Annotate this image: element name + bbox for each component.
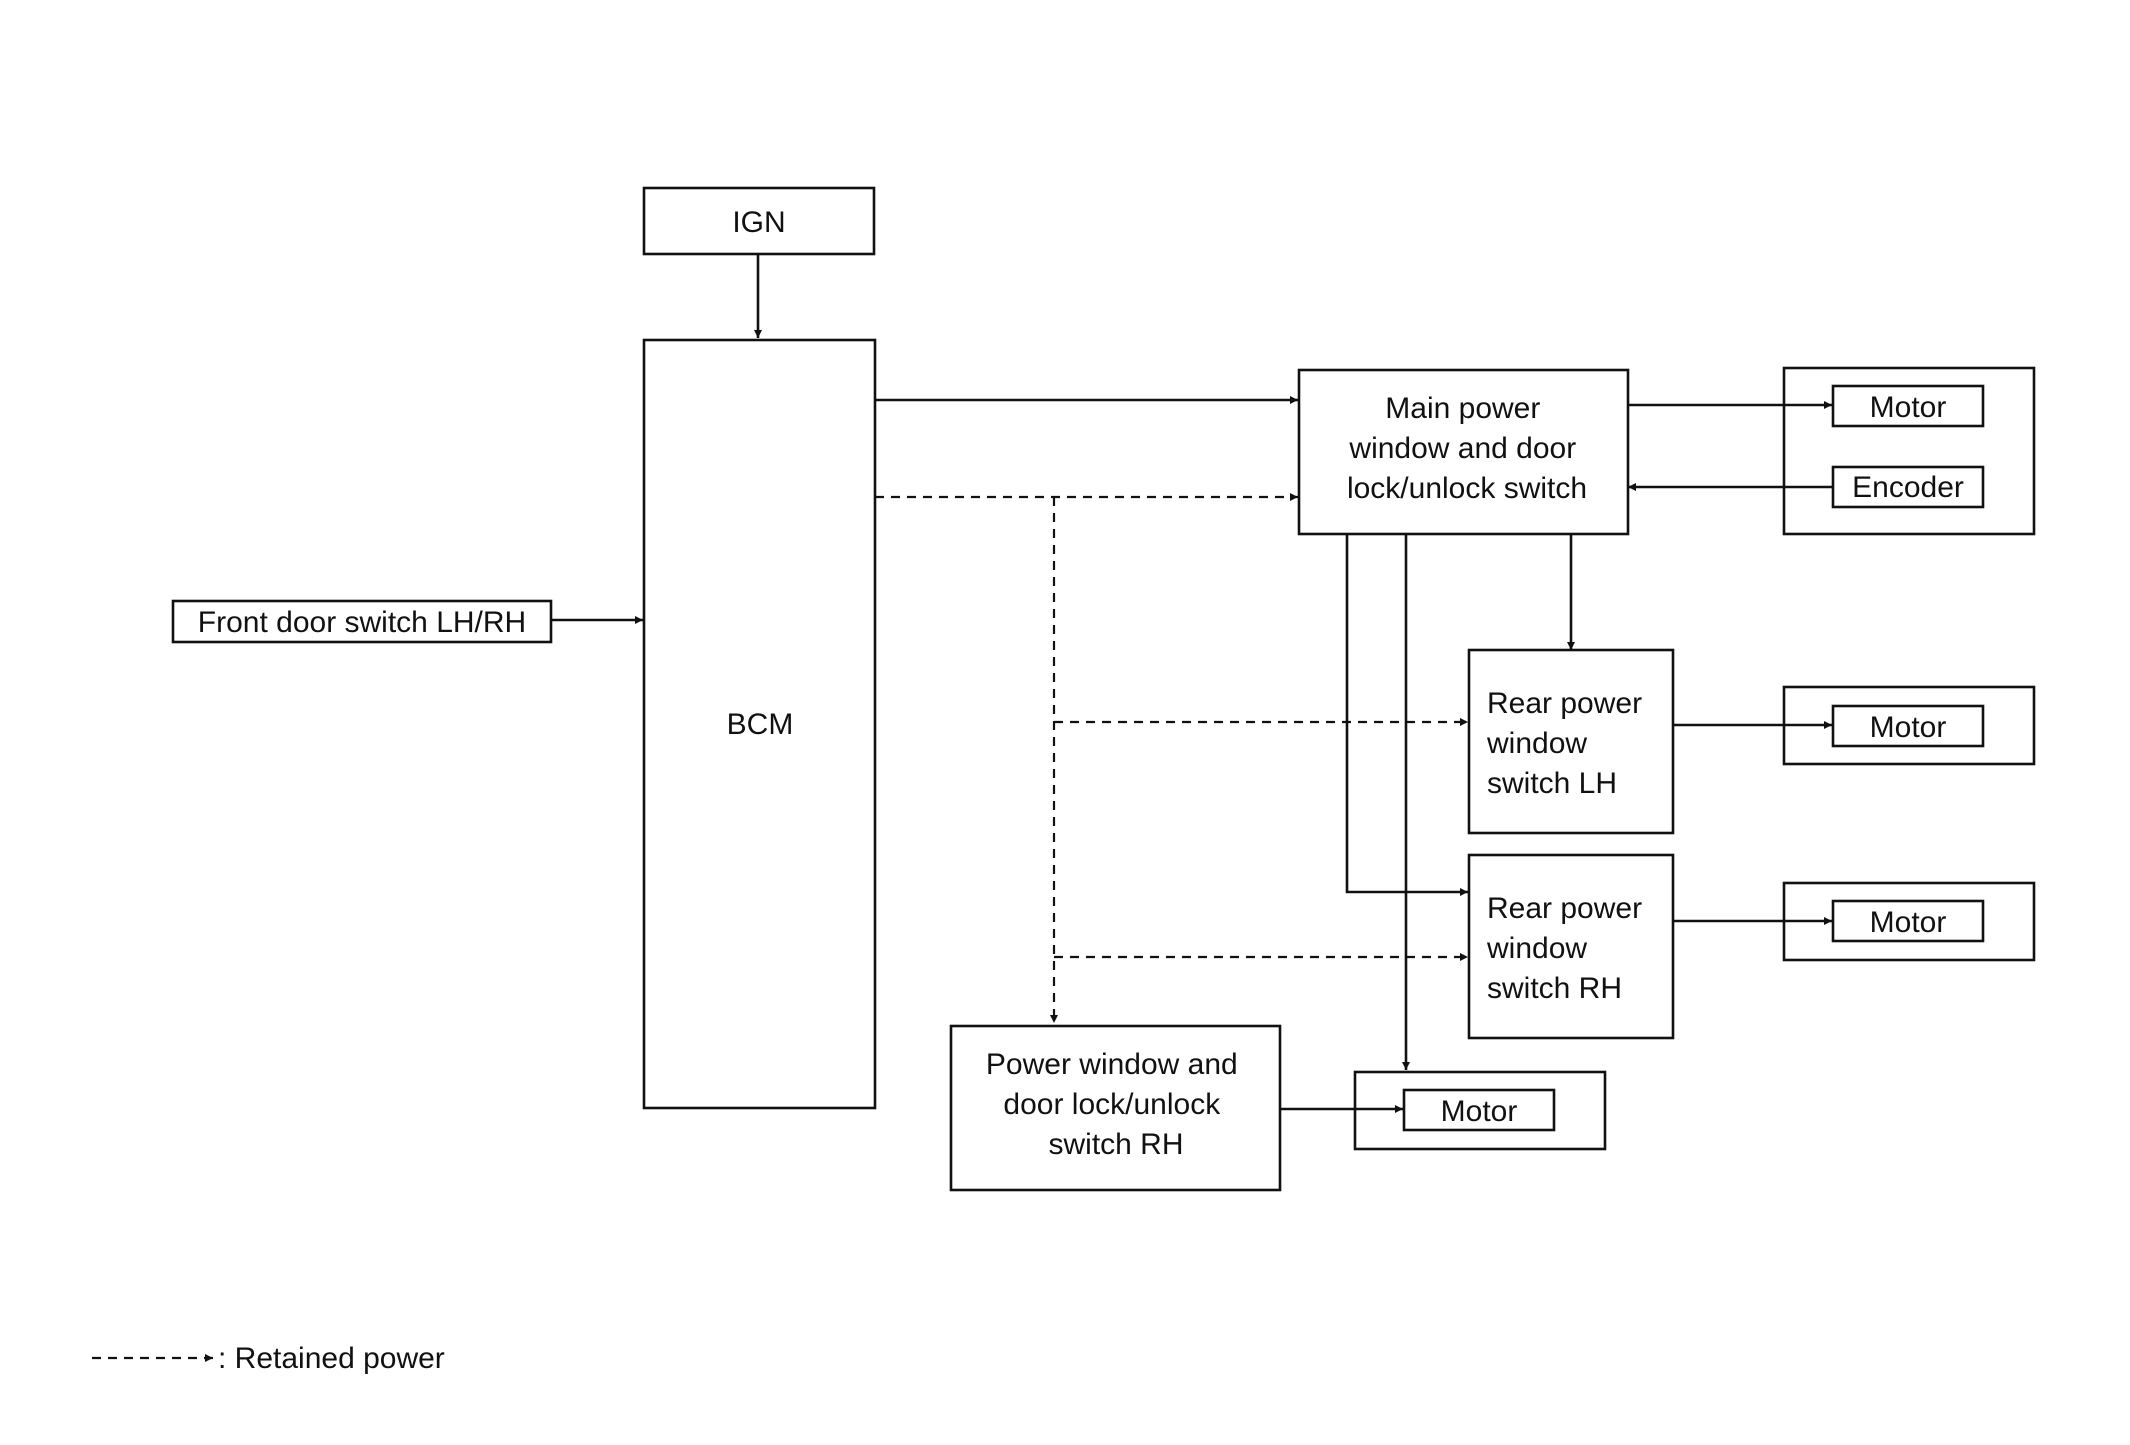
rh-motor-box [1402,1088,1556,1132]
rh-switch-label: Power window and door lock/unlock switch… [986,1048,1246,1161]
rear-rh-motor-box [1831,899,1985,943]
rear-lh-motor-box [1831,704,1985,748]
rear-rh-switch-block: Rear power window switch RH [1467,853,1675,1040]
main-encoder-label: Encoder [1852,471,1964,504]
main-motor-box [1831,384,1985,428]
rh-switch-line-2: door lock/unlock [1003,1088,1221,1121]
main-switch-line-1: Main power [1385,392,1540,425]
bcm-label: BCM [727,708,794,741]
rear-rh-motor-group: Motor [1782,881,2036,962]
rear-lh-line-1: Rear power [1487,687,1642,720]
rear-rh-motor-label: Motor [1870,906,1947,939]
rear-rh-line-2: window [1486,932,1587,965]
connections [551,254,1832,1113]
front-door-switch-block: Front door switch LH/RH [171,599,553,644]
rear-rh-line-1: Rear power [1487,892,1642,925]
main-switch-line-3: lock/unlock switch [1347,472,1587,505]
main-encoder-box [1831,465,1985,509]
ign-label: IGN [732,206,785,239]
rear-rh-switch-label: Rear power window switch RH [1486,892,1650,1005]
rear-lh-switch-label: Rear power window switch LH [1486,687,1650,800]
main-actuator-group: Motor Encoder [1782,366,2036,536]
rh-motor-group: Motor [1353,1070,1607,1151]
rear-lh-switch-block: Rear power window switch LH [1467,648,1675,835]
main-switch-line-2: window and door [1348,432,1576,465]
rh-switch-block: Power window and door lock/unlock switch… [949,1024,1282,1192]
connection-main-switch-rear-rh [1345,534,1468,896]
rh-switch-line-1: Power window and [986,1048,1238,1081]
front-door-switch-label: Front door switch LH/RH [198,606,526,639]
rear-lh-line-2: window [1486,727,1587,760]
bcm-block: BCM [642,338,877,1110]
rear-lh-line-3: switch LH [1487,767,1617,800]
legend-label: : Retained power [218,1342,445,1375]
rh-switch-line-3: switch RH [1048,1128,1183,1161]
main-motor-label: Motor [1870,391,1947,424]
main-switch-block: Main power window and door lock/unlock s… [1297,368,1630,536]
rear-rh-line-3: switch RH [1487,972,1622,1005]
rear-lh-motor-group: Motor [1782,685,2036,766]
rh-motor-label: Motor [1441,1095,1518,1128]
rear-lh-motor-label: Motor [1870,711,1947,744]
main-switch-label: Main power window and door lock/unlock s… [1347,392,1587,505]
legend: : Retained power [92,1342,445,1375]
ign-block: IGN [642,186,876,256]
